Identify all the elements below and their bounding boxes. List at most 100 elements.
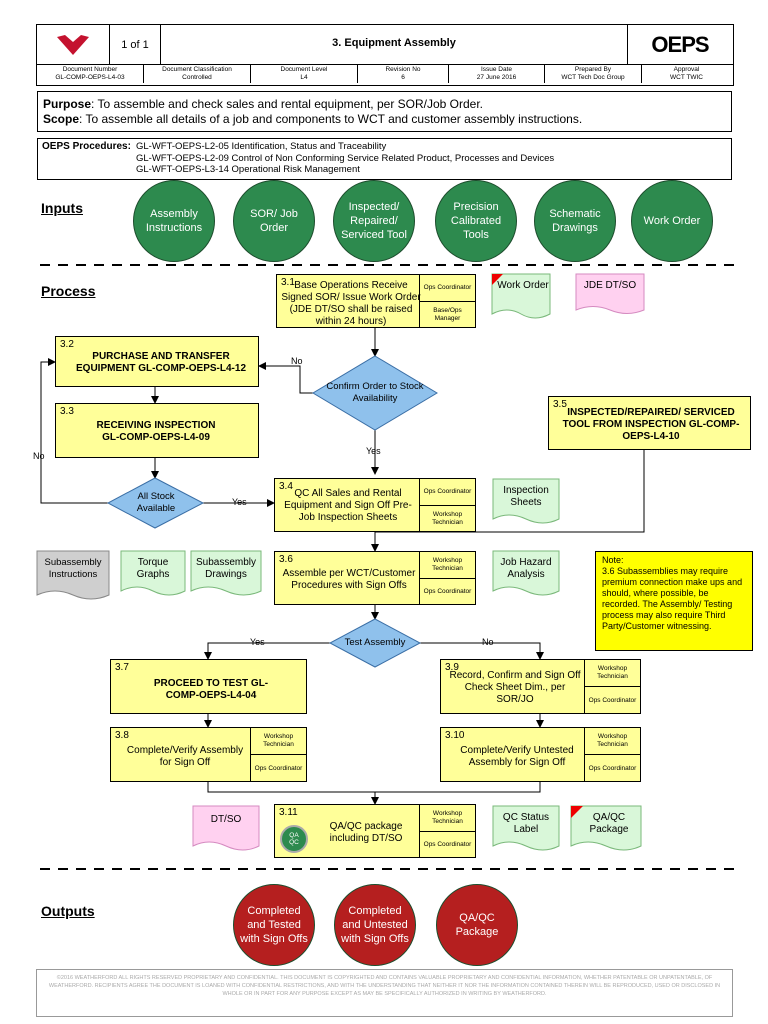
- role-label: Workshop Technician: [584, 660, 640, 687]
- doc-jde-dtso: JDE DT/SO: [583, 280, 637, 291]
- meta-value: Controlled: [182, 74, 212, 81]
- doc-qaqc-package: QA/QC Package: [589, 812, 629, 835]
- step-text: Record, Confirm and Sign Off Check Sheet…: [449, 670, 581, 705]
- role-label: Ops Coordinator: [419, 579, 475, 605]
- step-text: Complete/Verify Untested Assembly for Si…: [460, 745, 574, 768]
- meta-label: Issue Date: [480, 66, 513, 73]
- step-3-3: 3.3 RECEIVING INSPECTION GL-COMP-OEPS-L4…: [55, 403, 259, 458]
- doc-qc-status-shape: [492, 805, 560, 851]
- doc-qaqc-pkg-shape: [570, 805, 642, 851]
- step-text: QC All Sales and Rental Equipment and Si…: [284, 488, 412, 523]
- step-text: PROCEED TO TEST GL-COMP-OEPS-L4-04: [153, 678, 269, 701]
- input-sor-job-order: SOR/ Job Order: [233, 180, 315, 262]
- doc-jde-shape: [575, 273, 645, 314]
- meta-label: Approval: [673, 66, 700, 73]
- step-text: RECEIVING INSPECTION GL-COMP-OEPS-L4-09: [96, 420, 216, 443]
- doc-inspection-sheets-shape: [492, 478, 560, 524]
- role-label: Ops Coordinator: [584, 687, 640, 714]
- doc-job-hazard: Job Hazard Analysis: [500, 557, 552, 580]
- scope-text: : To assemble all details of a job and c…: [79, 112, 583, 126]
- header-frame: [36, 24, 734, 86]
- decision-confirm-text: Confirm Order to Stock Availability: [326, 381, 424, 404]
- meta-value: GL-COMP-OEPS-L4-03: [55, 74, 125, 81]
- purpose-text: : To assemble and check sales and rental…: [91, 97, 484, 111]
- step-number: 3.6: [279, 554, 293, 565]
- stamp-text: QA QC: [289, 832, 299, 846]
- input-assembly-instructions: Assembly Instructions: [133, 180, 215, 262]
- meta-value: WCT Tech Doc Group: [561, 74, 625, 81]
- input-schematic-drawings: Schematic Drawings: [534, 180, 616, 262]
- purpose-label: Purpose: [43, 97, 92, 111]
- role-label: Workshop Technician: [584, 728, 640, 755]
- meta-label: Prepared By: [574, 66, 612, 73]
- page-count: 1 of 1: [110, 25, 161, 64]
- doc-dtso-shape: [192, 805, 260, 851]
- doc-subassembly-drawings: Subassembly Drawings: [195, 557, 257, 580]
- doc-work-order-shape: [491, 273, 551, 319]
- note-box: Note: 3.6 Subassemblies may require prem…: [595, 551, 753, 651]
- output-completed-untested: Completed and Untested with Sign Offs: [334, 884, 416, 966]
- input-inspected-tool: Inspected/ Repaired/ Serviced Tool: [333, 180, 415, 262]
- meta-divider: [36, 64, 734, 65]
- procedure-item: GL-WFT-OEPS-L3-14 Operational Risk Manag…: [136, 164, 360, 175]
- red-flag-icon: [492, 274, 503, 285]
- step-text: Assemble per WCT/Customer Procedures wit…: [282, 568, 416, 591]
- step-3-10: 3.10 Complete/Verify Untested Assembly f…: [440, 727, 641, 782]
- doc-subassembly-instr-shape: [36, 550, 110, 600]
- meta-value: 6: [401, 74, 405, 81]
- label-yes: Yes: [366, 446, 381, 456]
- procedures-box: OEPS Procedures: GL-WFT-OEPS-L2-05 Ident…: [37, 138, 732, 180]
- role-label: Workshop Technician: [419, 552, 475, 579]
- note-text: 3.6 Subassemblies may require premium co…: [602, 566, 743, 631]
- role-label: Ops Coordinator: [419, 275, 475, 302]
- weatherford-logo-icon: [37, 25, 110, 64]
- decision-all-stock: [106, 477, 205, 529]
- step-3-6: 3.6 Assemble per WCT/Customer Procedures…: [274, 551, 476, 605]
- inputs-title: Inputs: [41, 200, 83, 216]
- step-number: 3.3: [60, 406, 74, 417]
- oeps-logo: OEPS: [651, 31, 709, 57]
- meta-value: L4: [300, 74, 308, 81]
- note-title: Note:: [602, 555, 624, 565]
- doc-hazard-shape: [492, 550, 560, 596]
- step-number: 3.2: [60, 339, 74, 350]
- procedure-item: GL-WFT-OEPS-L2-09 Control of Non Conform…: [136, 152, 555, 164]
- procedure-item: GL-WFT-OEPS-L2-05 Identification, Status…: [136, 141, 387, 152]
- role-label: Ops Coordinator: [419, 832, 475, 858]
- doc-torque-shape: [120, 550, 186, 596]
- decision-test-text: Test Assembly: [344, 637, 406, 648]
- role-label: Base/Ops Manager: [419, 302, 475, 328]
- step-text: PURCHASE AND TRANSFER EQUIPMENT GL-COMP-…: [76, 351, 247, 374]
- purpose-box: Purpose: To assemble and check sales and…: [37, 91, 732, 132]
- step-3-2: 3.2 PURCHASE AND TRANSFER EQUIPMENT GL-C…: [55, 336, 259, 387]
- doc-subassembly-instructions: Subassembly Instructions: [44, 557, 102, 580]
- decision-test-assembly: [328, 618, 422, 668]
- red-flag-icon: [571, 806, 583, 818]
- step-3-4: 3.4 QC All Sales and Rental Equipment an…: [274, 478, 476, 532]
- step-3-5: 3.5 INSPECTED/REPAIRED/ SERVICED TOOL FR…: [548, 396, 751, 450]
- role-label: Workshop Technician: [419, 805, 475, 832]
- step-3-11: 3.11 QA QC QA/QC package including DT/SO…: [274, 804, 476, 858]
- doc-sub-drawings-shape: [190, 550, 262, 596]
- step-number: 3.11: [279, 807, 298, 818]
- step-number: 3.5: [553, 399, 567, 410]
- role-label: Ops Coordinator: [419, 479, 475, 506]
- output-completed-tested: Completed and Tested with Sign Offs: [233, 884, 315, 966]
- output-qaqc-package: QA/QC Package: [436, 884, 518, 966]
- process-title: Process: [41, 283, 96, 299]
- meta-label: Revision No: [385, 66, 421, 73]
- step-text: Base Operations Receive Signed SOR/ Issu…: [281, 280, 421, 327]
- step-number: 3.8: [115, 730, 129, 741]
- doc-inspection-sheets: Inspection Sheets: [503, 485, 549, 508]
- step-number: 3.1: [281, 277, 295, 288]
- step-text: INSPECTED/REPAIRED/ SERVICED TOOL FROM I…: [562, 407, 740, 442]
- label-no: No: [482, 637, 494, 647]
- step-number: 3.10: [445, 730, 465, 741]
- role-label: Ops Coordinator: [584, 755, 640, 782]
